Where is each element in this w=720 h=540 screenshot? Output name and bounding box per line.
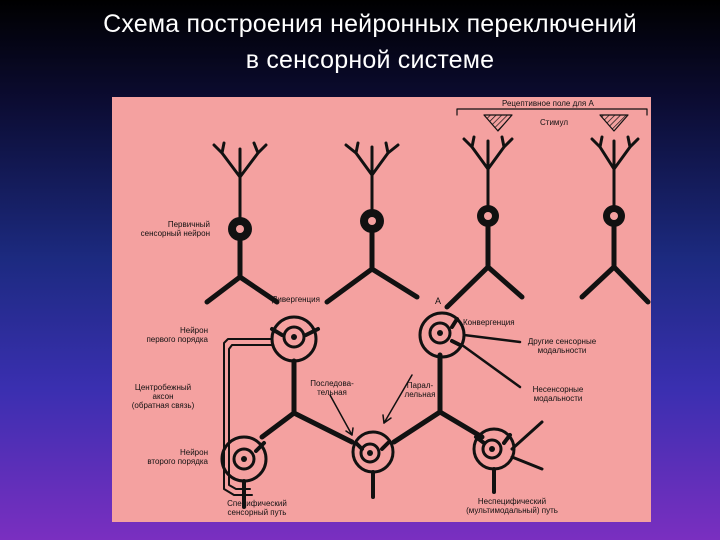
- label-second-order-neuron: Нейрон второго порядка: [147, 448, 208, 466]
- label-nonsensory-modalities: Несенсорные модальности: [532, 385, 584, 403]
- label-parallel: Парал- лельная: [404, 381, 436, 399]
- label-convergence: Конвергенция: [463, 318, 515, 327]
- label-receptive-field: Рецептивное поле для А: [502, 99, 594, 108]
- primary-neuron-4: [579, 135, 651, 305]
- primary-neuron-1: [204, 141, 280, 305]
- receptive-field-bracket: [456, 108, 648, 116]
- label-first-order-neuron: Нейрон первого порядка: [146, 326, 208, 344]
- parallel-arrow: [382, 374, 413, 424]
- label-node-a: А: [435, 296, 442, 306]
- second-order-neuron-right: [472, 420, 544, 494]
- centrifugal-axon: [223, 338, 273, 496]
- title-line-1: Схема построения нейронных переключений: [103, 10, 637, 38]
- neural-diagram-panel: Рецептивное поле для А Стимул Первичный …: [112, 97, 651, 522]
- label-primary-neuron: Первичный сенсорный нейрон: [140, 220, 210, 238]
- stimulus-icon-right: [599, 114, 629, 132]
- second-order-neuron-center: [351, 430, 395, 499]
- sequential-arrow: [329, 394, 354, 436]
- parallel-pathway: [391, 352, 485, 445]
- other-modality-inputs: [460, 333, 522, 389]
- label-stimulus: Стимул: [540, 118, 568, 127]
- second-order-neuron-left: [220, 435, 268, 509]
- slide-title: Схема построения нейронных переключений …: [0, 6, 720, 78]
- title-line-2: в сенсорной системе: [245, 46, 495, 74]
- label-centrifugal-axon: Центробежный аксон (обратная связь): [131, 383, 195, 410]
- primary-neuron-2: [324, 141, 420, 305]
- first-order-neuron-a: [418, 311, 466, 359]
- stimulus-icon-left: [483, 114, 513, 132]
- sequential-pathway: [259, 358, 355, 445]
- label-other-modalities: Другие сенсорные модальности: [527, 337, 597, 355]
- first-order-neuron-left: [270, 315, 320, 363]
- label-nonspecific-pathway: Неспецифический (мультимодальный) путь: [466, 497, 558, 515]
- primary-neuron-3: [444, 135, 525, 310]
- label-divergence: Дивергенция: [272, 295, 320, 304]
- neural-diagram: [204, 108, 651, 509]
- label-specific-pathway: Специфический сенсорный путь: [227, 499, 287, 517]
- label-sequential: Последова- тельная: [310, 379, 354, 397]
